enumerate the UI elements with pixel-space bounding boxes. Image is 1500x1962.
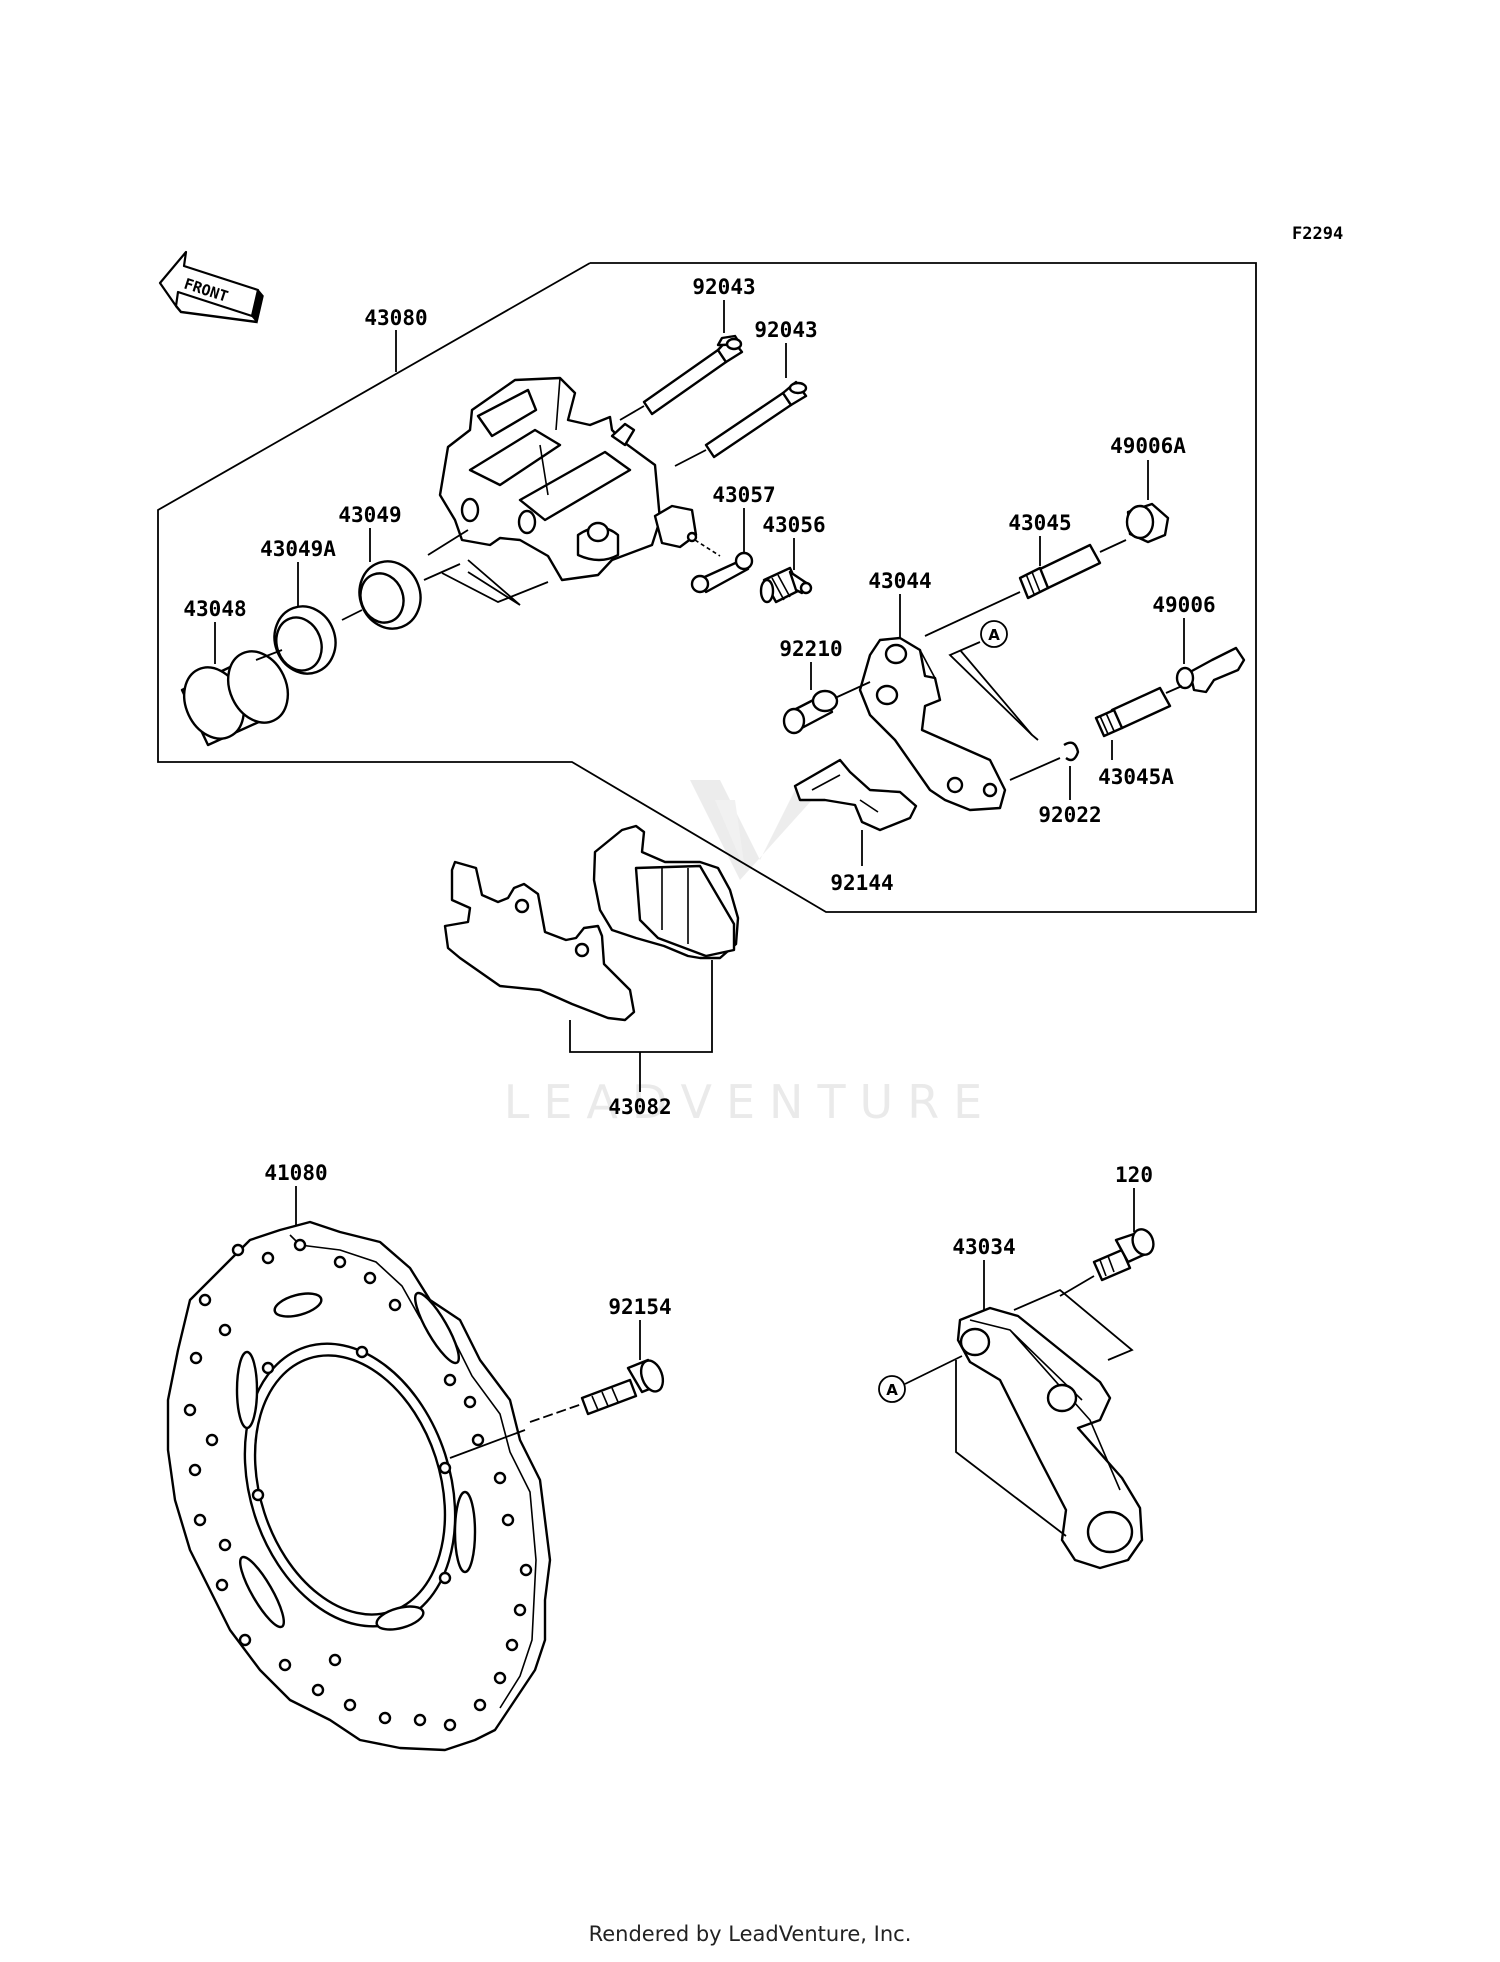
boot-49006 (1175, 646, 1246, 694)
label-43080: 43080 (364, 306, 427, 330)
slide-pin-upper (642, 334, 744, 416)
label-92043-a: 92043 (692, 275, 755, 299)
collar-92210 (782, 689, 839, 735)
svg-text:A: A (886, 1381, 898, 1399)
assembly-boundary (157, 262, 1257, 913)
label-43082: 43082 (608, 1095, 671, 1119)
ref-marker-a-lower: A (878, 1375, 906, 1403)
torque-link-43034 (956, 1306, 1144, 1570)
label-43049: 43049 (338, 503, 401, 527)
label-43049A: 43049A (260, 537, 336, 561)
brake-pad-outer (443, 860, 636, 1022)
brake-disc-41080 (166, 1220, 552, 1752)
bleeder-cap (690, 551, 754, 594)
label-49006A: 49006A (1110, 434, 1186, 458)
ref-marker-a-upper: A (980, 620, 1008, 648)
clip-92022 (1063, 741, 1080, 762)
label-43034: 43034 (952, 1235, 1015, 1259)
label-43056: 43056 (762, 513, 825, 537)
figure-code: F2294 (1292, 224, 1343, 244)
piston-seal-43049 (358, 560, 422, 630)
label-41080: 41080 (264, 1161, 327, 1185)
bracket-pin-43045 (1018, 543, 1102, 600)
dust-seal-43049A (273, 605, 337, 675)
label-43057: 43057 (712, 483, 775, 507)
watermark: LEADVENTURE (504, 780, 997, 1129)
label-92043-b: 92043 (754, 318, 817, 342)
bracket-pin-43045A (1094, 686, 1172, 738)
front-arrow-icon: FRONT (158, 250, 264, 324)
watermark-text: LEADVENTURE (504, 1075, 997, 1129)
caliper-bracket (858, 636, 1007, 812)
bleeder-valve (759, 566, 813, 604)
brake-pad-inner (592, 824, 740, 960)
pad-spring-92144 (793, 758, 918, 832)
svg-text:A: A (988, 626, 1000, 644)
label-43045A: 43045A (1098, 765, 1174, 789)
label-92022: 92022 (1038, 803, 1101, 827)
label-43048: 43048 (183, 597, 246, 621)
label-120: 120 (1115, 1163, 1153, 1187)
label-43045: 43045 (1008, 511, 1071, 535)
label-92144: 92144 (830, 871, 893, 895)
disc-bolt-92154 (580, 1358, 665, 1416)
caliper-body (438, 376, 698, 582)
label-92154: 92154 (608, 1295, 671, 1319)
label-43044: 43044 (868, 569, 931, 593)
disc-holes (183, 1238, 533, 1732)
footer-credit: Rendered by LeadVenture, Inc. (588, 1922, 912, 1946)
label-49006: 49006 (1152, 593, 1215, 617)
slide-pin-lower (704, 380, 808, 459)
part-labels: 43080 92043 92043 49006A 43057 43056 430… (183, 275, 1215, 1319)
piston-43048 (180, 650, 290, 747)
label-92210: 92210 (779, 637, 842, 661)
bolt-120 (1092, 1228, 1155, 1282)
boot-49006A (1125, 502, 1170, 544)
